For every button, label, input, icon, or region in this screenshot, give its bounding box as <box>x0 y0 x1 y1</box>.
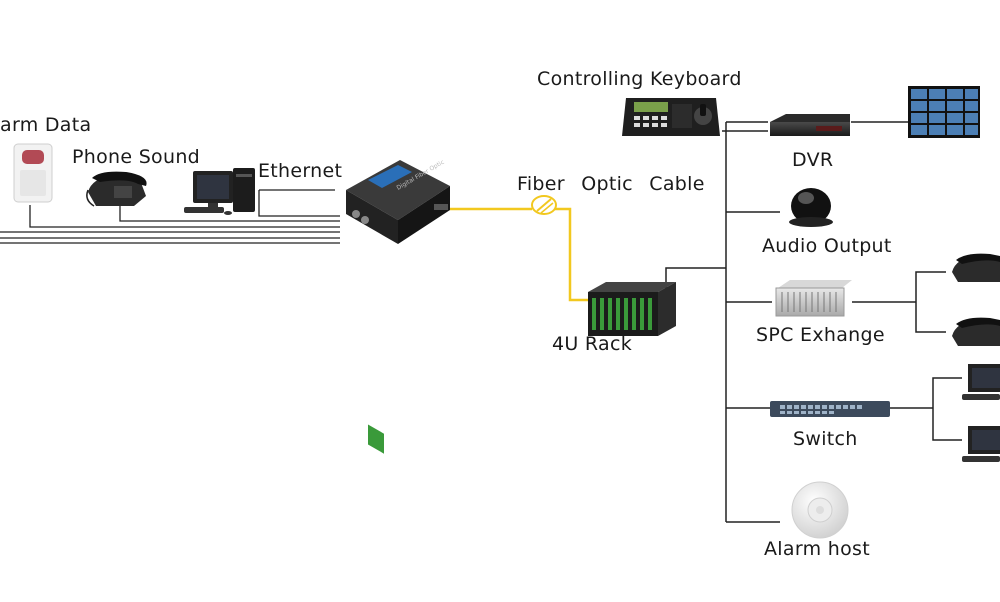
audio-output-label: Audio Output <box>762 235 892 257</box>
fiber-optic-cable-label: Fiber Optic Cable <box>517 173 705 195</box>
speaker-icon <box>789 188 833 227</box>
telephone-icon <box>952 317 1000 346</box>
computer-icon <box>962 426 1000 462</box>
switch-label: Switch <box>793 428 858 450</box>
video-wall-icon <box>908 86 980 138</box>
right-bus-lines <box>665 121 962 523</box>
phone-sound-label: Phone Sound <box>72 146 201 168</box>
alarm-data-label: arm Data <box>0 114 92 136</box>
fiber-optic-line <box>447 207 588 302</box>
spc-exchange-label: SPC Exhange <box>756 324 885 346</box>
controlling-keyboard-label: Controlling Keyboard <box>537 68 742 90</box>
fiber-connector-icon <box>531 195 557 215</box>
telephone-icon <box>952 253 1000 282</box>
rack-label: 4U Rack <box>552 333 633 355</box>
ethernet-label: Ethernet <box>258 160 343 182</box>
computer-icon <box>962 364 1000 400</box>
spc-exchange-icon <box>775 280 852 317</box>
computer-icon <box>184 168 255 215</box>
alarm-host-icon <box>791 481 849 539</box>
rack-icon <box>588 282 676 336</box>
alarm-host-label: Alarm host <box>764 538 870 560</box>
alarm-sensor-icon <box>13 143 53 203</box>
fiber-transceiver-icon: Digital Fiber Optic <box>346 159 450 454</box>
network-switch-icon <box>770 401 890 417</box>
telephone-icon <box>86 171 147 207</box>
dvr-label: DVR <box>792 149 834 171</box>
dvr-icon <box>770 114 850 136</box>
keyboard-controller-icon <box>622 98 720 136</box>
left-bus-lines <box>0 189 340 244</box>
